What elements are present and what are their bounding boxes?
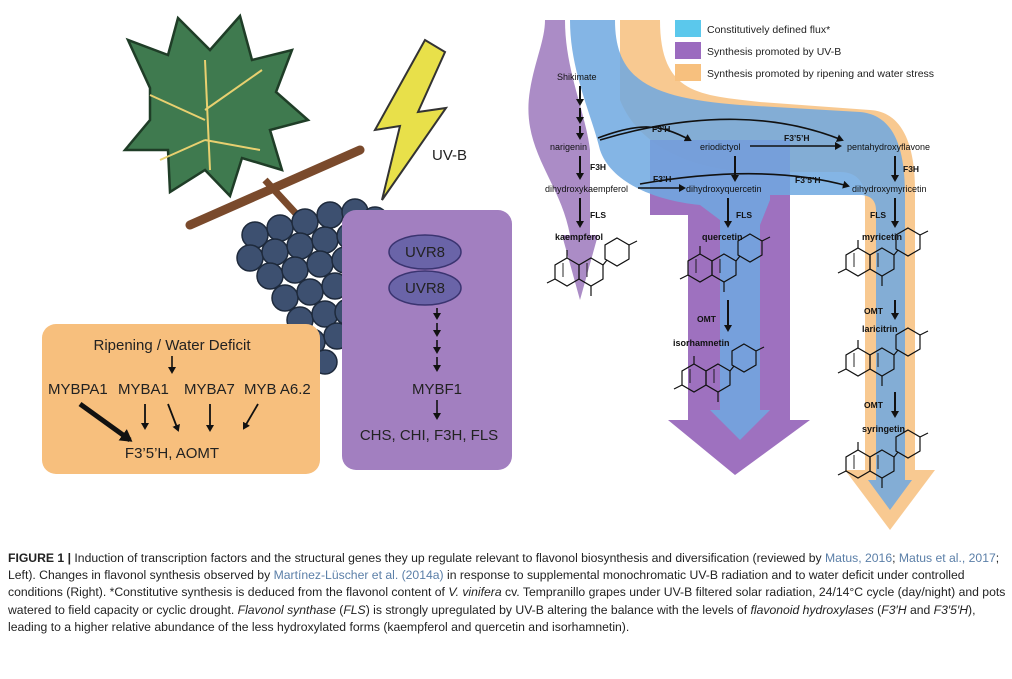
caption-text: ( — [335, 602, 344, 617]
caption-text: and — [906, 602, 934, 617]
isorhamnetin-label: isorhamnetin — [673, 338, 730, 348]
enzyme-omt-right1: OMT — [864, 306, 884, 316]
caption-italic: F3′H — [881, 602, 907, 617]
enzyme-f3h-top2: F3’H — [653, 174, 671, 184]
myb-factor-1: MYBPA1 — [48, 381, 108, 398]
caption-text: Induction of transcription factors and t… — [71, 551, 826, 565]
enzyme-fls-right: FLS — [870, 210, 886, 220]
enzyme-f3h-top1: F3’H — [652, 124, 670, 134]
legend-swatch-uvb — [675, 42, 701, 59]
figure-caption: FIGURE 1 | Induction of transcription fa… — [8, 550, 1006, 636]
legend-swatch-constitutive — [675, 20, 701, 37]
ripening-title: Ripening / Water Deficit — [93, 337, 251, 354]
eriodictyol-label: eriodictyol — [700, 142, 741, 152]
laricitrin-label: laricitrin — [862, 324, 898, 334]
myb-factor-2: MYBA1 — [118, 381, 169, 398]
caption-italic: FLS — [343, 602, 366, 617]
quercetin-label: quercetin — [702, 232, 743, 242]
grape-leaf-icon — [122, 13, 311, 199]
uvb-label: UV-B — [432, 147, 467, 164]
caption-italic: V. vinifera — [448, 585, 502, 600]
pathway: Shikimate narigenin eriodictyol pentahyd… — [545, 72, 930, 489]
legend-label-uvb: Synthesis promoted by UV-B — [707, 46, 841, 58]
uvr8-bottom — [388, 270, 462, 306]
enzyme-omt-right2: OMT — [864, 400, 884, 410]
caption-ref-matus-2017[interactable]: Matus et al., 2017 — [898, 551, 996, 565]
myricetin-label: myricetin — [862, 232, 902, 242]
caption-text: ), leading to a higher relative abundanc… — [8, 602, 976, 634]
naringenin-label: narigenin — [550, 142, 587, 152]
caption-text: ) is strongly upregulated by UV-B alteri… — [365, 602, 751, 617]
shikimate-label: Shikimate — [557, 72, 597, 82]
enzyme-omt-mid: OMT — [697, 314, 717, 324]
pentahydroxyflavone-label: pentahydroxyflavone — [847, 142, 930, 152]
legend-label-ripening: Synthesis promoted by ripening and water… — [707, 68, 934, 80]
uvb-target-genes: CHS, CHI, F3H, FLS — [360, 427, 498, 444]
uvr8-top — [388, 234, 462, 270]
flux-bands — [528, 20, 935, 530]
lightning-icon — [373, 38, 449, 201]
caption-ref-martinez-luscher[interactable]: Martínez-Lüscher et al. (2014a) — [273, 568, 444, 583]
caption-italic: F3′5′H — [933, 602, 969, 617]
enzyme-f35h-top2: F3’5’H — [795, 175, 821, 185]
enzyme-f3h-right: F3H — [903, 164, 919, 174]
caption-text: cv. Tempranillo grapes under UV-B filter… — [8, 585, 1006, 617]
figure-1: UV-B UVR8 UVR8 MYBF1 CHS, CHI, F3H, FLS … — [42, 13, 935, 530]
caption-lead: FIGURE 1 | — [8, 551, 72, 565]
caption-text: ( — [873, 602, 882, 617]
dihydrokaempferol-label: dihydroxykaempferol — [545, 184, 628, 194]
ripening-box — [42, 324, 320, 474]
caption-ref-matus-2016[interactable]: Matus, 2016 — [825, 551, 893, 565]
caption-italic: Flavonol synthase — [237, 602, 336, 617]
enzyme-fls-mid: FLS — [736, 210, 752, 220]
ripening-target-genes: F3’5’H, AOMT — [125, 445, 219, 462]
dihydromyricetin-label: dihydroxymyricetin — [852, 184, 927, 194]
enzyme-f3h-left: F3H — [590, 162, 606, 172]
legend: Constitutively defined flux* Synthesis p… — [675, 20, 934, 81]
caption-text: ; Left). Changes in flavonol synthesis o… — [8, 551, 1000, 583]
caption-text: ; — [892, 551, 899, 565]
uvb-signaling-box — [342, 210, 512, 470]
uvr8-label-2: UVR8 — [405, 280, 445, 297]
kaempferol-label: kaempferol — [555, 232, 603, 242]
caption-text: in response to supplemental monochromati… — [8, 568, 965, 600]
legend-swatch-ripening — [675, 64, 701, 81]
uvr8-label-1: UVR8 — [405, 244, 445, 261]
mybf1-label: MYBF1 — [412, 381, 462, 398]
myb-factor-3: MYBA7 — [184, 381, 235, 398]
dihydroquercetin-label: dihydroxyquercetin — [686, 184, 762, 194]
enzyme-fls-left: FLS — [590, 210, 606, 220]
enzyme-f35h-top1: F3’5’H — [784, 133, 810, 143]
legend-label-constitutive: Constitutively defined flux* — [707, 24, 830, 36]
myb-arrows — [78, 401, 259, 443]
syringetin-label: syringetin — [862, 424, 905, 434]
myb-factor-4: MYB A6.2 — [244, 381, 311, 398]
caption-italic: flavonoid hydroxylases — [750, 602, 874, 617]
